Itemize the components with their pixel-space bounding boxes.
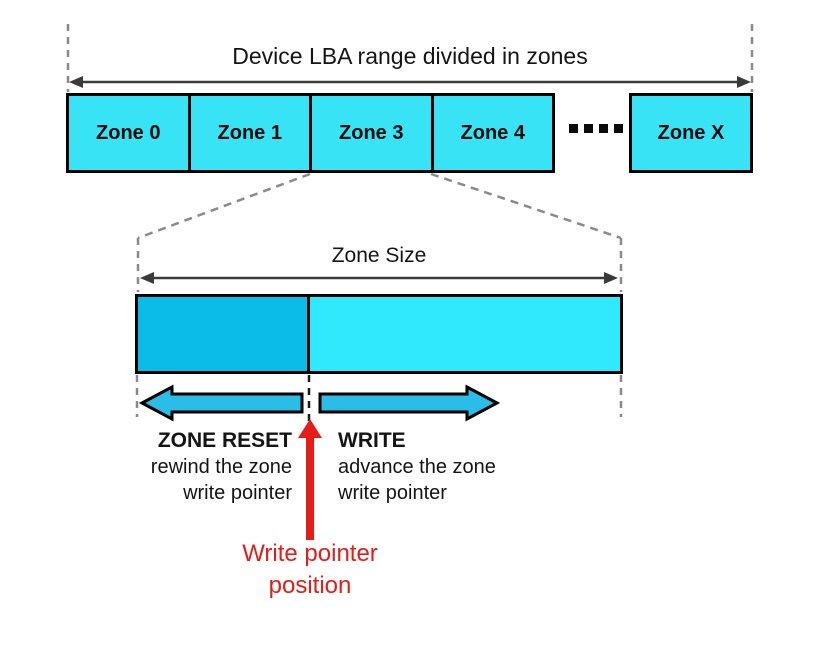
zone-box-label: Zone 0: [96, 121, 161, 144]
write-pointer-arrow: [298, 419, 322, 540]
zone-reset-arrow: [138, 384, 304, 422]
zone-reset-desc-line2: write pointer: [183, 482, 292, 504]
zone-box-4: Zone 4: [434, 96, 553, 170]
write-pointer-label-line1: Write pointer: [242, 540, 378, 567]
write-pointer-label-line2: position: [268, 572, 352, 599]
lba-range-arrow: [69, 76, 751, 88]
zone-box-1: Zone 1: [191, 96, 312, 170]
zone-reset-label: ZONE RESET rewind the zone write pointer: [100, 428, 292, 506]
write-pointer-label: Write pointer position: [200, 538, 420, 602]
zone-box-0: Zone 0: [69, 96, 191, 170]
write-title: WRITE: [338, 429, 406, 452]
zone-size-label: Zone Size: [331, 244, 427, 267]
unwritten-region: [310, 297, 620, 371]
zone-reset-desc-line1: rewind the zone: [150, 456, 292, 478]
zone-box-label: Zone 1: [217, 121, 282, 144]
write-desc-line1: advance the zone: [338, 456, 496, 478]
written-region: [138, 297, 310, 371]
write-arrow: [318, 384, 501, 422]
zone-box-3: Zone 3: [312, 96, 434, 170]
zone-size-arrow: [140, 272, 618, 284]
ellipsis-icon: [569, 124, 623, 133]
zone-box-label: Zone 4: [460, 121, 525, 144]
zone-box-label: Zone 3: [339, 121, 404, 144]
zoom-connector-left: [136, 172, 311, 292]
zone-row: Zone 0 Zone 1 Zone 3 Zone 4: [66, 93, 555, 173]
write-label: WRITE advance the zone write pointer: [338, 428, 558, 506]
zone-box-x: Zone X: [629, 93, 753, 173]
zone-box-label: Zone X: [657, 121, 725, 144]
write-desc-line2: write pointer: [338, 482, 447, 504]
lba-range-label: Device LBA range divided in zones: [232, 43, 588, 69]
zoom-connector-right: [430, 172, 623, 292]
zone-reset-title: ZONE RESET: [157, 429, 292, 452]
zone-detail-bar: [135, 294, 623, 374]
